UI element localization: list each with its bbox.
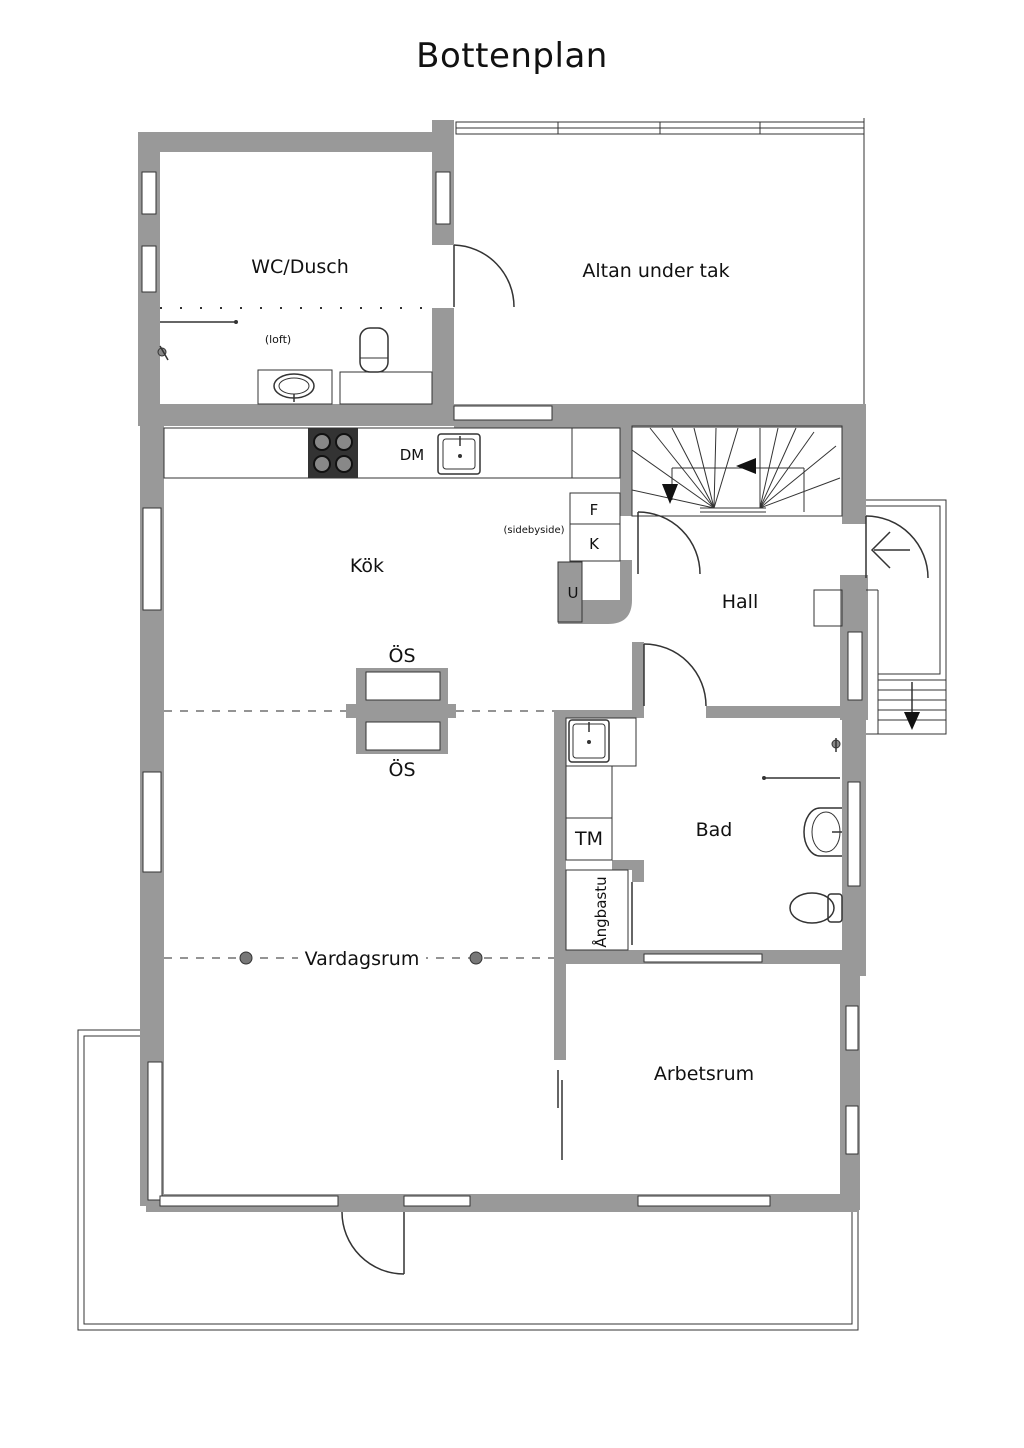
bath-fixtures: [565, 717, 843, 951]
stove-icon: [313, 433, 353, 473]
label-bad: Bad: [696, 819, 733, 841]
label-vardagsrum: Vardagsrum: [305, 948, 420, 970]
toilet-icon: [789, 892, 843, 924]
entrance-porch: [866, 499, 947, 735]
label-sidebyside: (sidebyside): [503, 525, 564, 536]
label-tm: TM: [574, 828, 603, 850]
label-fridge: F: [590, 501, 599, 519]
label-loft: (loft): [265, 333, 291, 346]
shower-icon: [157, 320, 238, 361]
label-altan: Altan under tak: [582, 260, 729, 282]
altan-railing: [455, 118, 865, 405]
entry-arrow-icon: [870, 531, 910, 569]
label-os-bottom: ÖS: [388, 758, 415, 781]
room-labels: WC/Dusch (loft) Altan under tak DM F K (…: [251, 256, 758, 1085]
washbasin-icon: [273, 373, 315, 402]
hall-cabinet: [813, 589, 843, 627]
washbasin-icon: [803, 807, 842, 857]
stair-arrow-icon: [904, 682, 920, 730]
label-freezer: K: [589, 535, 600, 553]
label-wc-dusch: WC/Dusch: [251, 256, 349, 278]
label-kok: Kök: [350, 555, 384, 577]
shower-icon: [762, 738, 841, 780]
doors: [341, 244, 929, 1275]
label-oven: U: [568, 584, 579, 602]
label-hall: Hall: [722, 591, 759, 613]
zone-lines: [164, 710, 554, 965]
sink-icon: [437, 433, 481, 475]
staircase: [631, 425, 843, 517]
page-title: Bottenplan: [416, 36, 608, 76]
wc-fixtures: [157, 307, 433, 405]
label-arbetsrum: Arbetsrum: [654, 1063, 754, 1085]
sink-icon: [568, 719, 610, 763]
windows: [141, 171, 863, 1207]
toilet-icon: [359, 327, 389, 373]
kitchen-counter: [163, 427, 621, 623]
label-angbastu: Ångbastu: [591, 876, 610, 947]
walls: [138, 120, 868, 1212]
terrace-outline: [77, 1029, 859, 1331]
label-dm: DM: [400, 446, 425, 464]
label-os-top: ÖS: [388, 644, 415, 667]
